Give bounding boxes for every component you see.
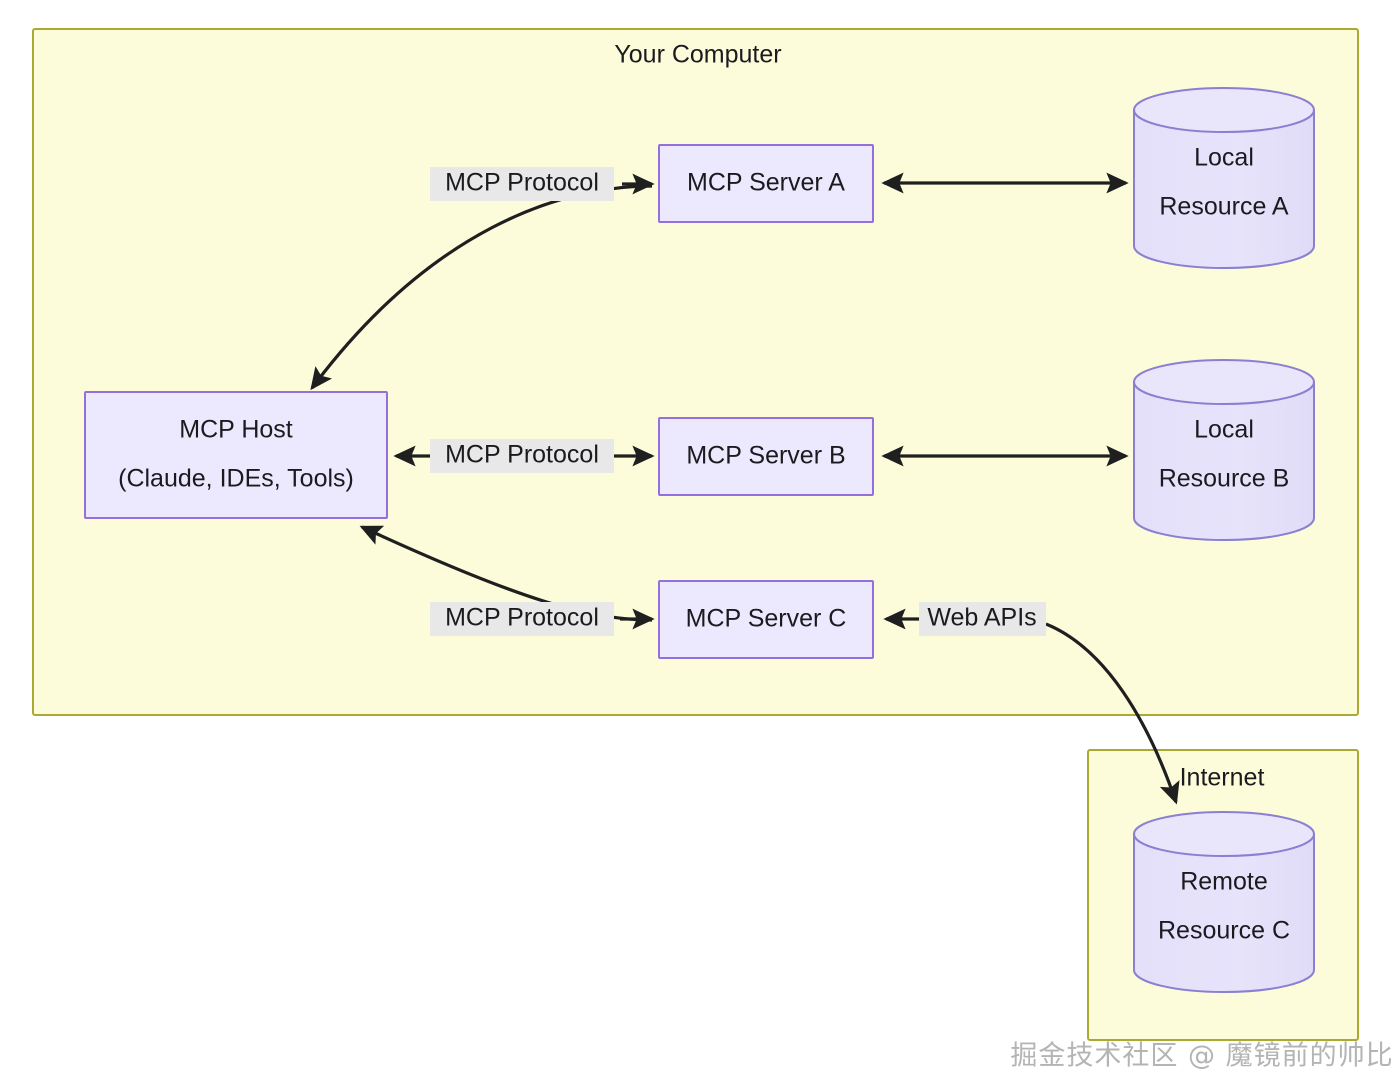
- remote-resource-c-cylinder-top: [1133, 811, 1315, 857]
- node-mcp-server-c[interactable]: MCP Server C: [658, 580, 874, 659]
- mcp-server-a-box[interactable]: [658, 144, 874, 223]
- local-resource-b-cylinder-top: [1133, 359, 1315, 405]
- local-resource-a-cylinder-top: [1133, 87, 1315, 133]
- local-resource-b-label-line1: Local: [1194, 416, 1254, 444]
- edge-label-host-server-a-text: MCP Protocol: [445, 169, 599, 197]
- mcp-host-label-line1: MCP Host: [179, 416, 293, 444]
- node-mcp-host[interactable]: MCP Host (Claude, IDEs, Tools): [84, 391, 388, 519]
- edge-label-host-server-b-bg: [430, 439, 614, 473]
- mcp-server-c-box[interactable]: [658, 580, 874, 659]
- node-mcp-server-b[interactable]: MCP Server B: [658, 417, 874, 496]
- edge-label-web-apis-text: Web APIs: [927, 604, 1036, 632]
- edge-label-host-server-c-text: MCP Protocol: [445, 604, 599, 632]
- remote-resource-c-label-line1: Remote: [1180, 868, 1268, 896]
- edge-label-host-server-b-text: MCP Protocol: [445, 441, 599, 469]
- local-resource-a-label-line1: Local: [1194, 144, 1254, 172]
- mcp-host-box[interactable]: [84, 391, 388, 519]
- edge-label-host-server-a: MCP Protocol: [430, 167, 614, 201]
- mcp-server-c-label: MCP Server C: [686, 605, 847, 633]
- edge-host-server-c: [359, 525, 655, 630]
- edge-label-web-apis: Web APIs: [919, 602, 1046, 636]
- local-resource-b-label-line2: Resource B: [1159, 465, 1290, 493]
- edge-label-host-server-c: MCP Protocol: [430, 602, 614, 636]
- edge-label-web-apis-bg: [919, 602, 1046, 636]
- watermark: 掘金技术社区 @ 魔镜前的帅比: [1010, 1041, 1393, 1072]
- mcp-server-b-box[interactable]: [658, 417, 874, 496]
- node-local-resource-b[interactable]: Local Resource B: [1133, 359, 1315, 541]
- node-mcp-server-a[interactable]: MCP Server A: [658, 144, 874, 223]
- local-resource-a-cylinder-body[interactable]: [1133, 109, 1315, 269]
- edge-server-c-remote-c: [883, 608, 1180, 805]
- edge-label-host-server-b: MCP Protocol: [430, 439, 614, 473]
- remote-resource-c-cylinder-body[interactable]: [1133, 833, 1315, 993]
- mcp-server-a-label: MCP Server A: [687, 169, 845, 197]
- local-resource-a-label-line2: Resource A: [1159, 193, 1289, 221]
- node-local-resource-a[interactable]: Local Resource A: [1133, 87, 1315, 269]
- mcp-server-b-label: MCP Server B: [686, 442, 845, 470]
- edge-web-apis-remote-curve: [1045, 622, 1180, 805]
- local-resource-b-cylinder-body[interactable]: [1133, 381, 1315, 541]
- node-remote-resource-c[interactable]: Remote Resource C: [1133, 811, 1315, 993]
- remote-resource-c-label-line2: Resource C: [1158, 917, 1290, 945]
- your-computer-title: Your Computer: [614, 41, 781, 69]
- mcp-host-label-line2: (Claude, IDEs, Tools): [118, 465, 354, 493]
- edge-label-host-server-c-bg: [430, 602, 614, 636]
- internet-title: Internet: [1180, 764, 1265, 792]
- edge-label-host-server-a-bg: [430, 167, 614, 201]
